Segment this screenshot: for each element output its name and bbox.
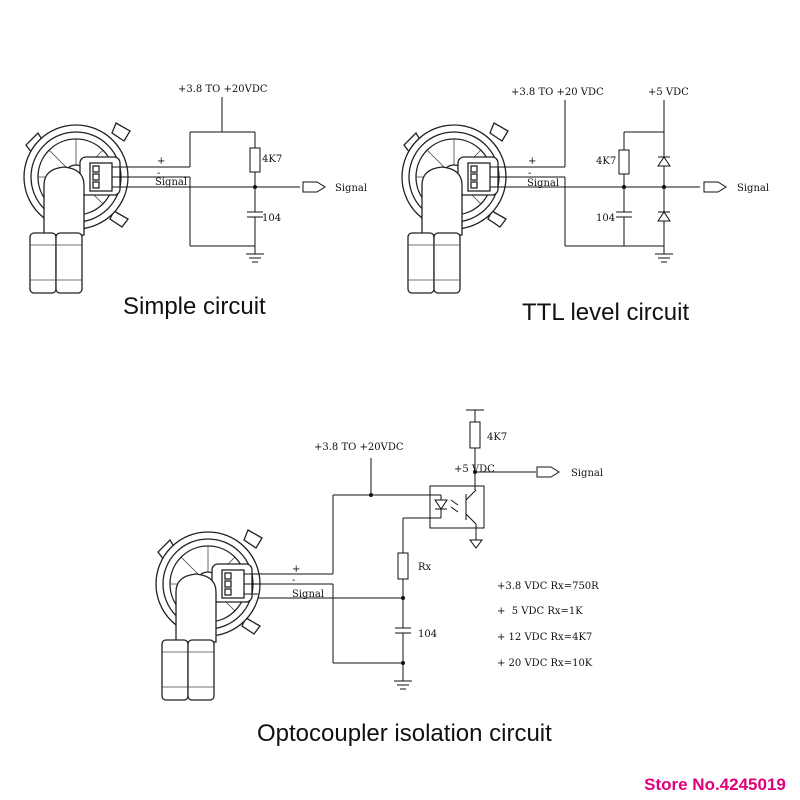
flow-sensor-icon	[401, 122, 509, 294]
ttl-circuit: + - Signal +3.8 TO +20 VDC +5 VDC 4K7 10…	[401, 87, 769, 326]
caption-ttl: TTL level circuit	[522, 299, 689, 326]
supply-label: +3.8 TO +20VDC	[314, 442, 404, 453]
signal-arrow-icon	[703, 181, 727, 193]
wire-signal-label: Signal	[527, 178, 559, 189]
junction-dot	[473, 470, 477, 474]
wire-plus-label: +	[528, 156, 536, 167]
resistor	[249, 147, 261, 173]
optocoupler-circuit: + - Signal +3.8 TO +20VDC Rx 104	[155, 409, 603, 747]
rx-row: + 20 VDC Rx=10K	[497, 658, 593, 669]
resistor	[469, 421, 481, 449]
wire-minus-label: -	[292, 575, 295, 586]
wire-minus-label: -	[528, 168, 531, 179]
capacitor-label: 104	[418, 629, 437, 640]
resistor-rx	[397, 552, 409, 580]
wire-minus-label: -	[157, 168, 160, 179]
supply2-label: +5 VDC	[454, 464, 495, 475]
resistor-top-label: 4K7	[487, 432, 507, 443]
caption-simple: Simple circuit	[123, 293, 266, 320]
junction-dot	[369, 493, 373, 497]
flow-sensor-icon	[155, 529, 263, 701]
diode-icon	[657, 211, 671, 222]
rx-row: + 5 VDC Rx=1K	[497, 606, 583, 617]
signal-label: Signal	[571, 468, 603, 479]
flow-sensor-icon	[23, 122, 131, 294]
diode-icon	[657, 156, 671, 167]
led-icon	[434, 499, 448, 510]
resistor-label: 4K7	[262, 154, 282, 165]
signal-label: Signal	[737, 183, 769, 194]
capacitor-label: 104	[596, 213, 615, 224]
supply-label: +3.8 TO +20VDC	[178, 84, 268, 95]
caption-optocoupler: Optocoupler isolation circuit	[257, 720, 552, 747]
rx-row: +3.8 VDC Rx=750R	[497, 581, 599, 592]
rx-table: +3.8 VDC Rx=750R + 5 VDC Rx=1K + 12 VDC …	[497, 581, 599, 669]
signal-arrow-icon	[536, 466, 560, 478]
supply2-label: +5 VDC	[648, 87, 689, 98]
ground-icon	[393, 672, 413, 690]
wire-signal-label: Signal	[155, 177, 187, 188]
wire-plus-label: +	[157, 156, 165, 167]
signal-label: Signal	[335, 183, 367, 194]
resistor	[618, 149, 630, 175]
simple-circuit: + - Signal +3.8 TO +20VDC 4K7 104 Signal…	[23, 84, 367, 320]
store-number-badge: Store No.4245019	[630, 770, 800, 800]
ground-icon	[469, 539, 483, 549]
supply-label: +3.8 TO +20 VDC	[511, 87, 604, 98]
wire-signal-label: Signal	[292, 589, 324, 600]
rx-row: + 12 VDC Rx=4K7	[497, 632, 592, 643]
resistor-label: 4K7	[596, 156, 616, 167]
capacitor-label: 104	[262, 213, 281, 224]
resistor-rx-label: Rx	[418, 562, 432, 573]
ground-icon	[654, 245, 674, 263]
signal-arrow-icon	[302, 181, 326, 193]
optocoupler	[429, 485, 485, 529]
wire-plus-label: +	[292, 564, 300, 575]
ground-icon	[245, 245, 265, 263]
